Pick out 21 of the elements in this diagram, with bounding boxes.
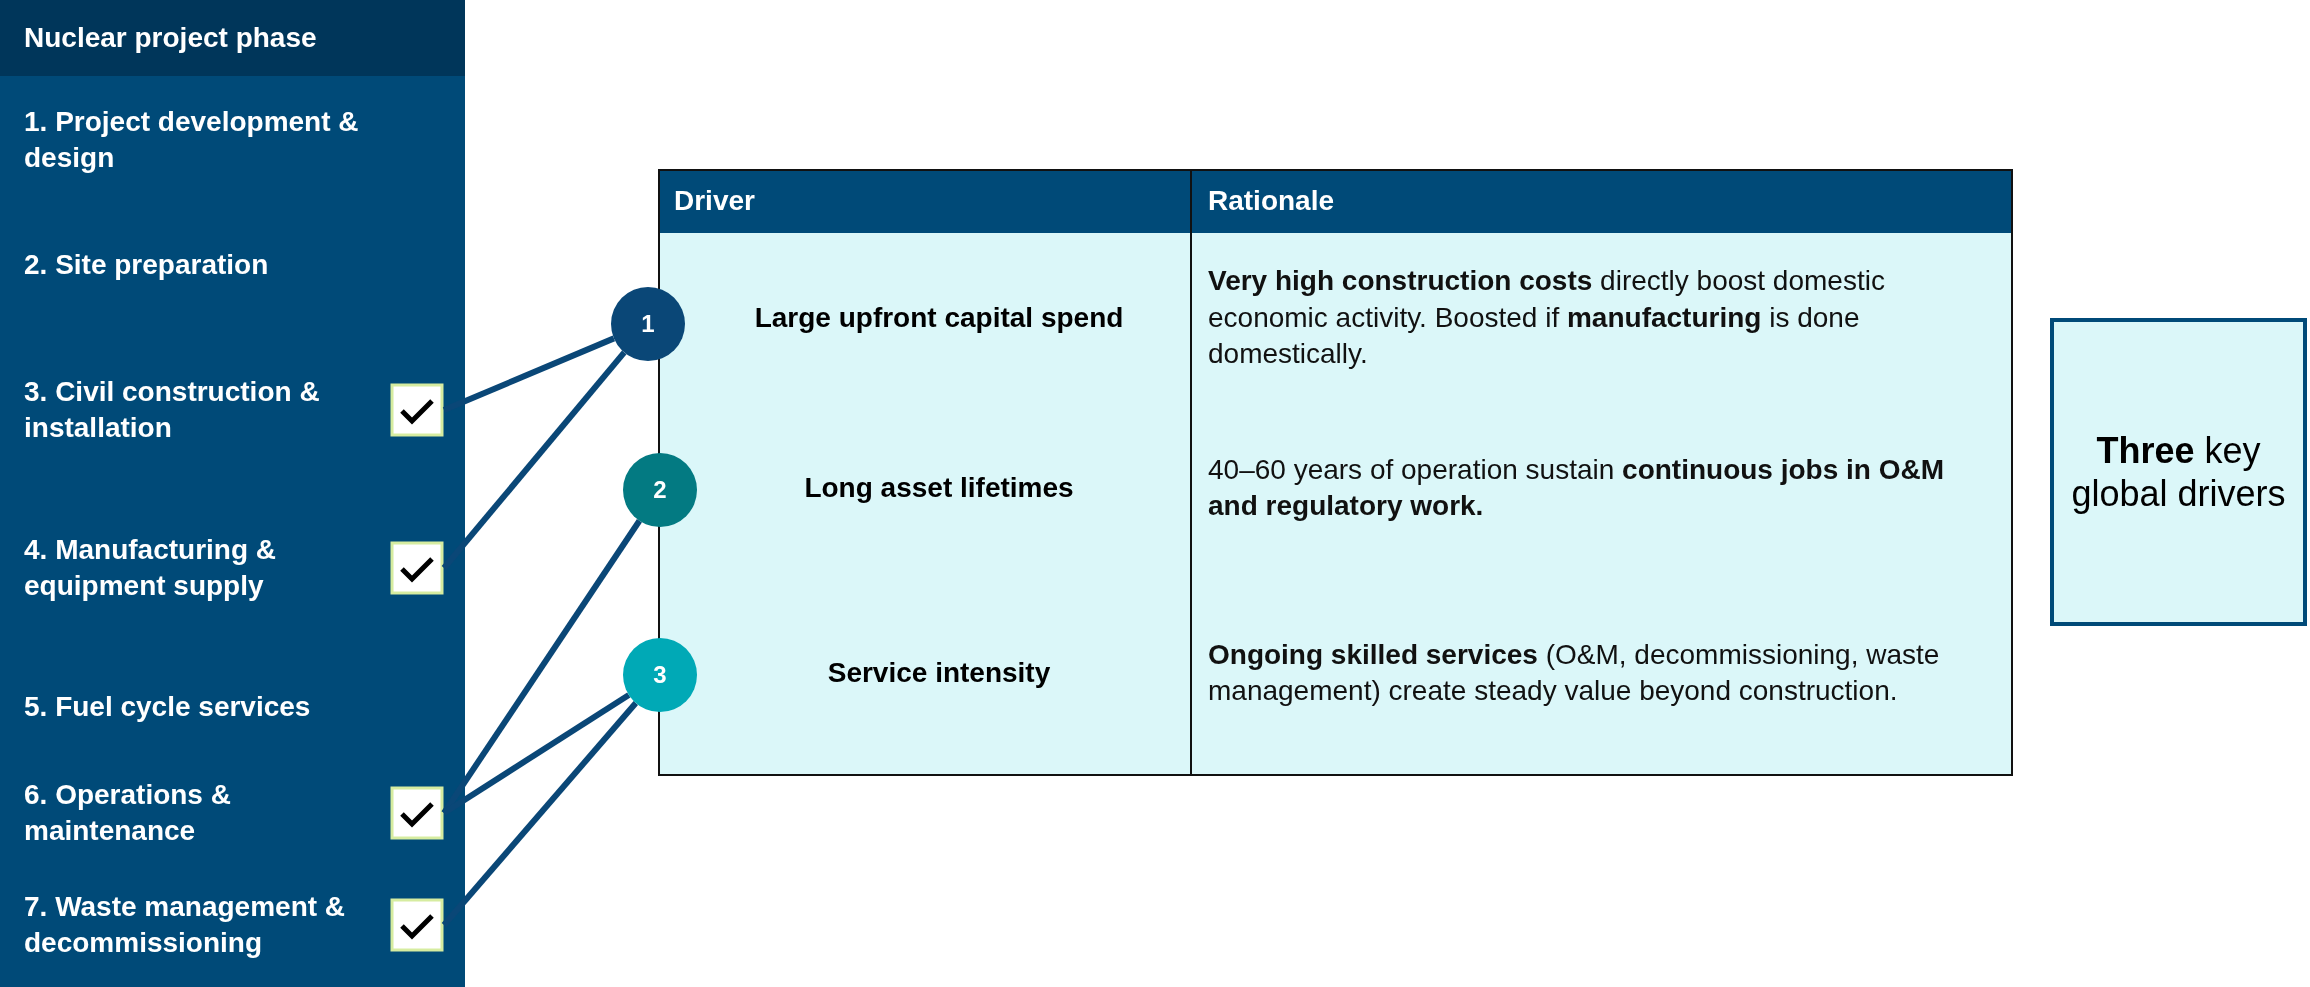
phase-name: 2. Site preparation bbox=[24, 247, 269, 282]
phase-name: 4. Manufacturing & equipment supply bbox=[24, 532, 277, 603]
column-header: Rationale bbox=[1208, 185, 1335, 217]
driver-name: Long asset lifetimes bbox=[804, 472, 1074, 504]
driver-name: Large upfront capital spend bbox=[754, 302, 1124, 334]
phase-name: 7. Waste management & decommissioning bbox=[24, 889, 347, 960]
connector-line bbox=[442, 335, 616, 413]
phase-panel bbox=[0, 0, 465, 987]
panel-heading: Nuclear project phase bbox=[0, 0, 465, 76]
rationale-text: Very high construction costs directly boost domestic economic activity. Boosted if manufacturing is done domestically. bbox=[1208, 264, 1886, 372]
rationale-text: Ongoing skilled services (O&M, decommissioning, waste management) create steady value beyond construction. bbox=[1208, 637, 1941, 708]
column-header: Driver bbox=[674, 185, 755, 217]
phase-name: 1. Project development & design bbox=[24, 104, 360, 175]
phase-name: 5. Fuel cycle services bbox=[24, 690, 311, 725]
summary-box: Three key global drivers bbox=[2050, 318, 2307, 626]
driver-name: Service intensity bbox=[827, 657, 1051, 689]
rationale-text: 40–60 years of operation sustain continuous jobs in O&M and regulatory work. bbox=[1208, 452, 1946, 523]
phase-name: 3. Civil construction & installation bbox=[24, 374, 321, 445]
number-circle: 2 bbox=[623, 453, 697, 527]
connector-line bbox=[442, 692, 631, 816]
phase-name: 6. Operations & maintenance bbox=[24, 777, 232, 848]
